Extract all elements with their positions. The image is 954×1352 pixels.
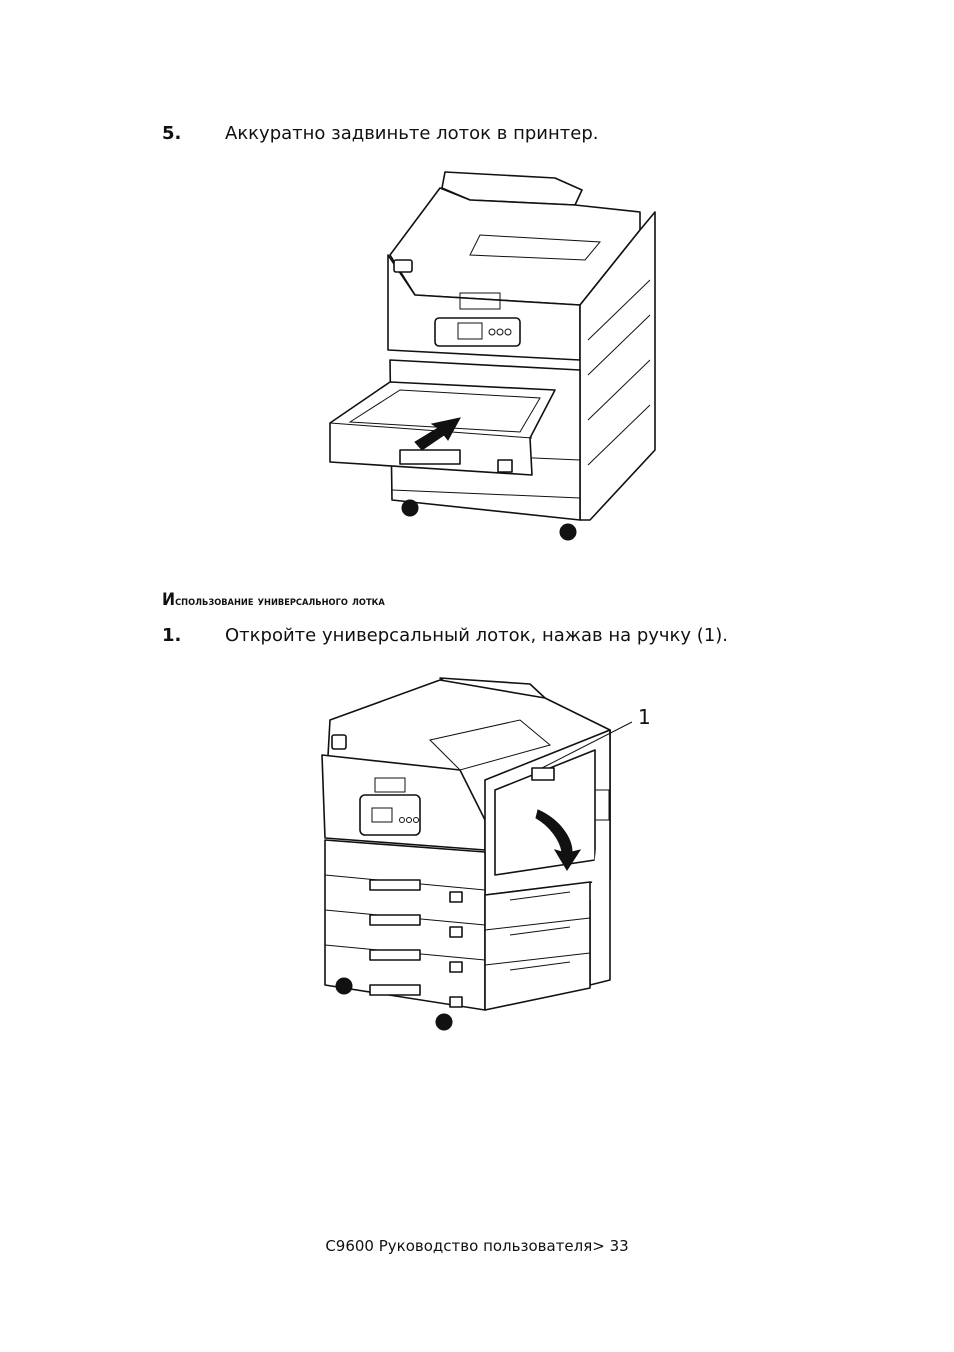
step-text: Откройте универсальный лоток, нажав на р… bbox=[225, 625, 729, 646]
printer-mp-tray-open-illustration: 1 bbox=[321, 677, 651, 1031]
step-5: 5. Аккуратно задвиньте лоток в принтер. bbox=[162, 122, 862, 148]
printer-tray-insert-illustration bbox=[329, 171, 656, 541]
section-heading: Использование универсального лотка bbox=[162, 590, 385, 610]
step-number: 1. bbox=[162, 625, 182, 646]
step-number: 5. bbox=[162, 123, 182, 144]
page-footer: C9600 Руководство пользователя> 33 bbox=[325, 1237, 629, 1255]
step-text: Аккуратно задвиньте лоток в принтер. bbox=[225, 123, 599, 144]
step-1: 1. Откройте универсальный лоток, нажав н… bbox=[162, 624, 862, 650]
callout-label: 1 bbox=[638, 705, 651, 729]
